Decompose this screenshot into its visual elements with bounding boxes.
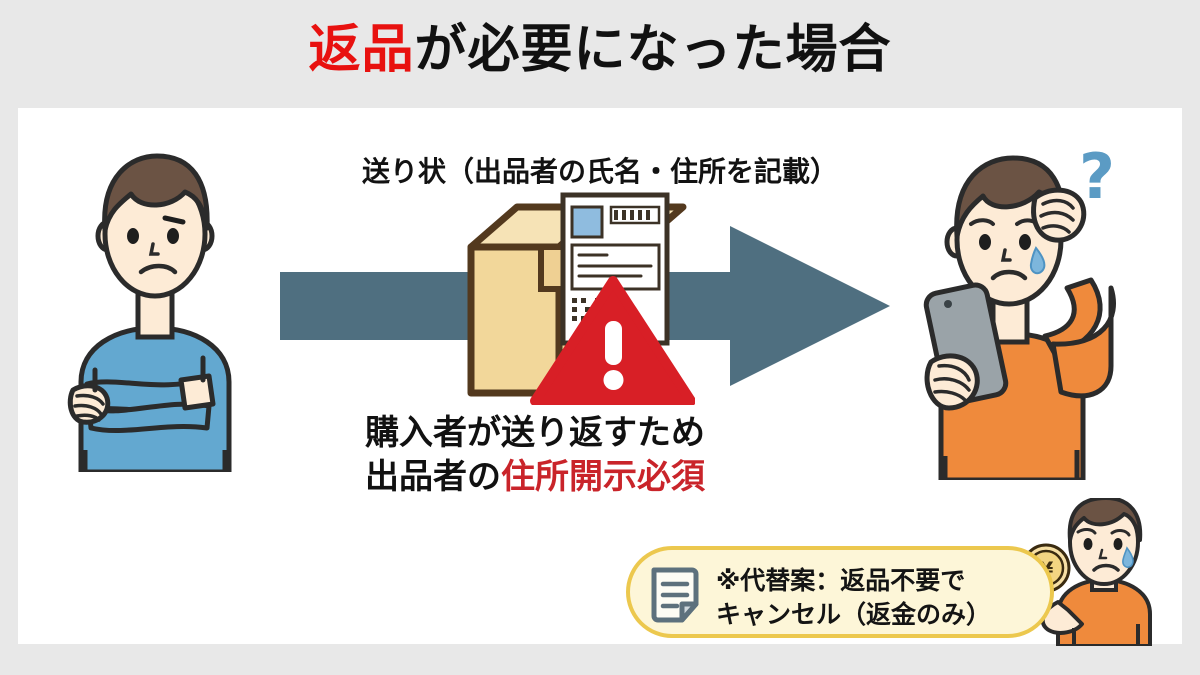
- page-title-highlight: 返品: [308, 20, 415, 80]
- statement-line2: 出品者の住所開示必須: [300, 456, 770, 500]
- seller-illustration: [45, 132, 265, 475]
- buyer-illustration: [905, 130, 1155, 483]
- warning-triangle: [530, 276, 696, 406]
- statement-block: 購入者が送り返すため 出品者の住所開示必須: [300, 412, 770, 499]
- statement-line2-normal: 出品者の: [365, 456, 501, 497]
- page-title: 返品が必要になった場合: [0, 20, 1200, 80]
- document-icon: [646, 564, 708, 626]
- statement-line1: 購入者が送り返すため: [365, 413, 705, 453]
- refund-person-illustration: [1030, 496, 1180, 648]
- callout-line1: ※代替案：返品不要で: [716, 566, 966, 595]
- page-title-rest: が必要になった場合: [414, 20, 892, 80]
- shipping-label-caption: 送り状（出品者の氏名・住所を記載）: [361, 155, 838, 188]
- svg-text:?: ?: [1079, 142, 1115, 213]
- shipping-box-group: [455, 185, 696, 406]
- alternative-callout: ※代替案：返品不要で キャンセル（返金のみ）: [626, 546, 1054, 638]
- question-mark-icon: ?: [1075, 140, 1135, 220]
- statement-line2-highlight: 住所開示必須: [501, 456, 705, 497]
- alternative-callout-text: ※代替案：返品不要で キャンセル（返金のみ）: [716, 564, 1046, 632]
- callout-line2: キャンセル（返金のみ）: [716, 599, 992, 629]
